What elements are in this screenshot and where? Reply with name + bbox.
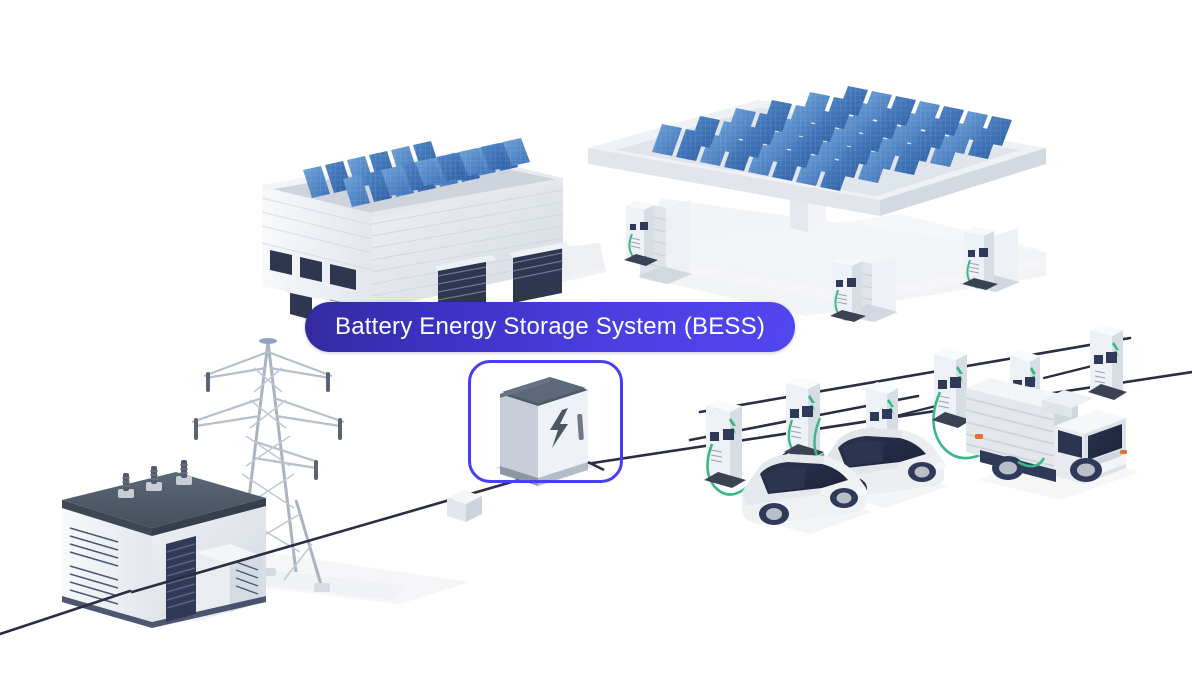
ev-charger-carport-2[interactable] xyxy=(830,257,866,322)
bess-highlight-ring xyxy=(468,360,623,483)
lightning-bolt-icon xyxy=(550,408,568,448)
substation-vents xyxy=(69,527,119,605)
power-line-substation-to-bess xyxy=(130,466,562,594)
ev-plug-icon xyxy=(808,395,815,411)
ev-charger-carport-1[interactable] xyxy=(624,201,658,266)
carport-solar-array xyxy=(652,86,1012,191)
warehouse-solar-array xyxy=(303,138,530,207)
ev-charger-carport-3[interactable] xyxy=(962,227,998,290)
ev-car-1 xyxy=(742,454,872,534)
ev-plug-icon xyxy=(956,366,963,382)
ev-plug-icon xyxy=(887,399,894,414)
warehouse-building xyxy=(261,138,604,320)
ev-charger-lot-1[interactable] xyxy=(704,400,747,496)
bess-label-badge: Battery Energy Storage System (BESS) xyxy=(305,302,796,352)
ev-charger-lot-4[interactable] xyxy=(932,348,991,460)
solar-carport xyxy=(588,86,1046,322)
substation-building xyxy=(62,460,268,628)
ev-plug-icon xyxy=(729,418,736,434)
power-line-grid-in xyxy=(0,589,132,636)
ev-plug-icon xyxy=(1112,342,1119,357)
power-line-charger-link-2 xyxy=(698,336,1132,414)
junction-box xyxy=(447,490,482,522)
ev-truck xyxy=(965,378,1140,500)
ev-charger-lot-6[interactable] xyxy=(1088,324,1127,400)
ev-charger-lot-2[interactable] xyxy=(784,377,825,462)
substation-bushings xyxy=(118,460,192,498)
